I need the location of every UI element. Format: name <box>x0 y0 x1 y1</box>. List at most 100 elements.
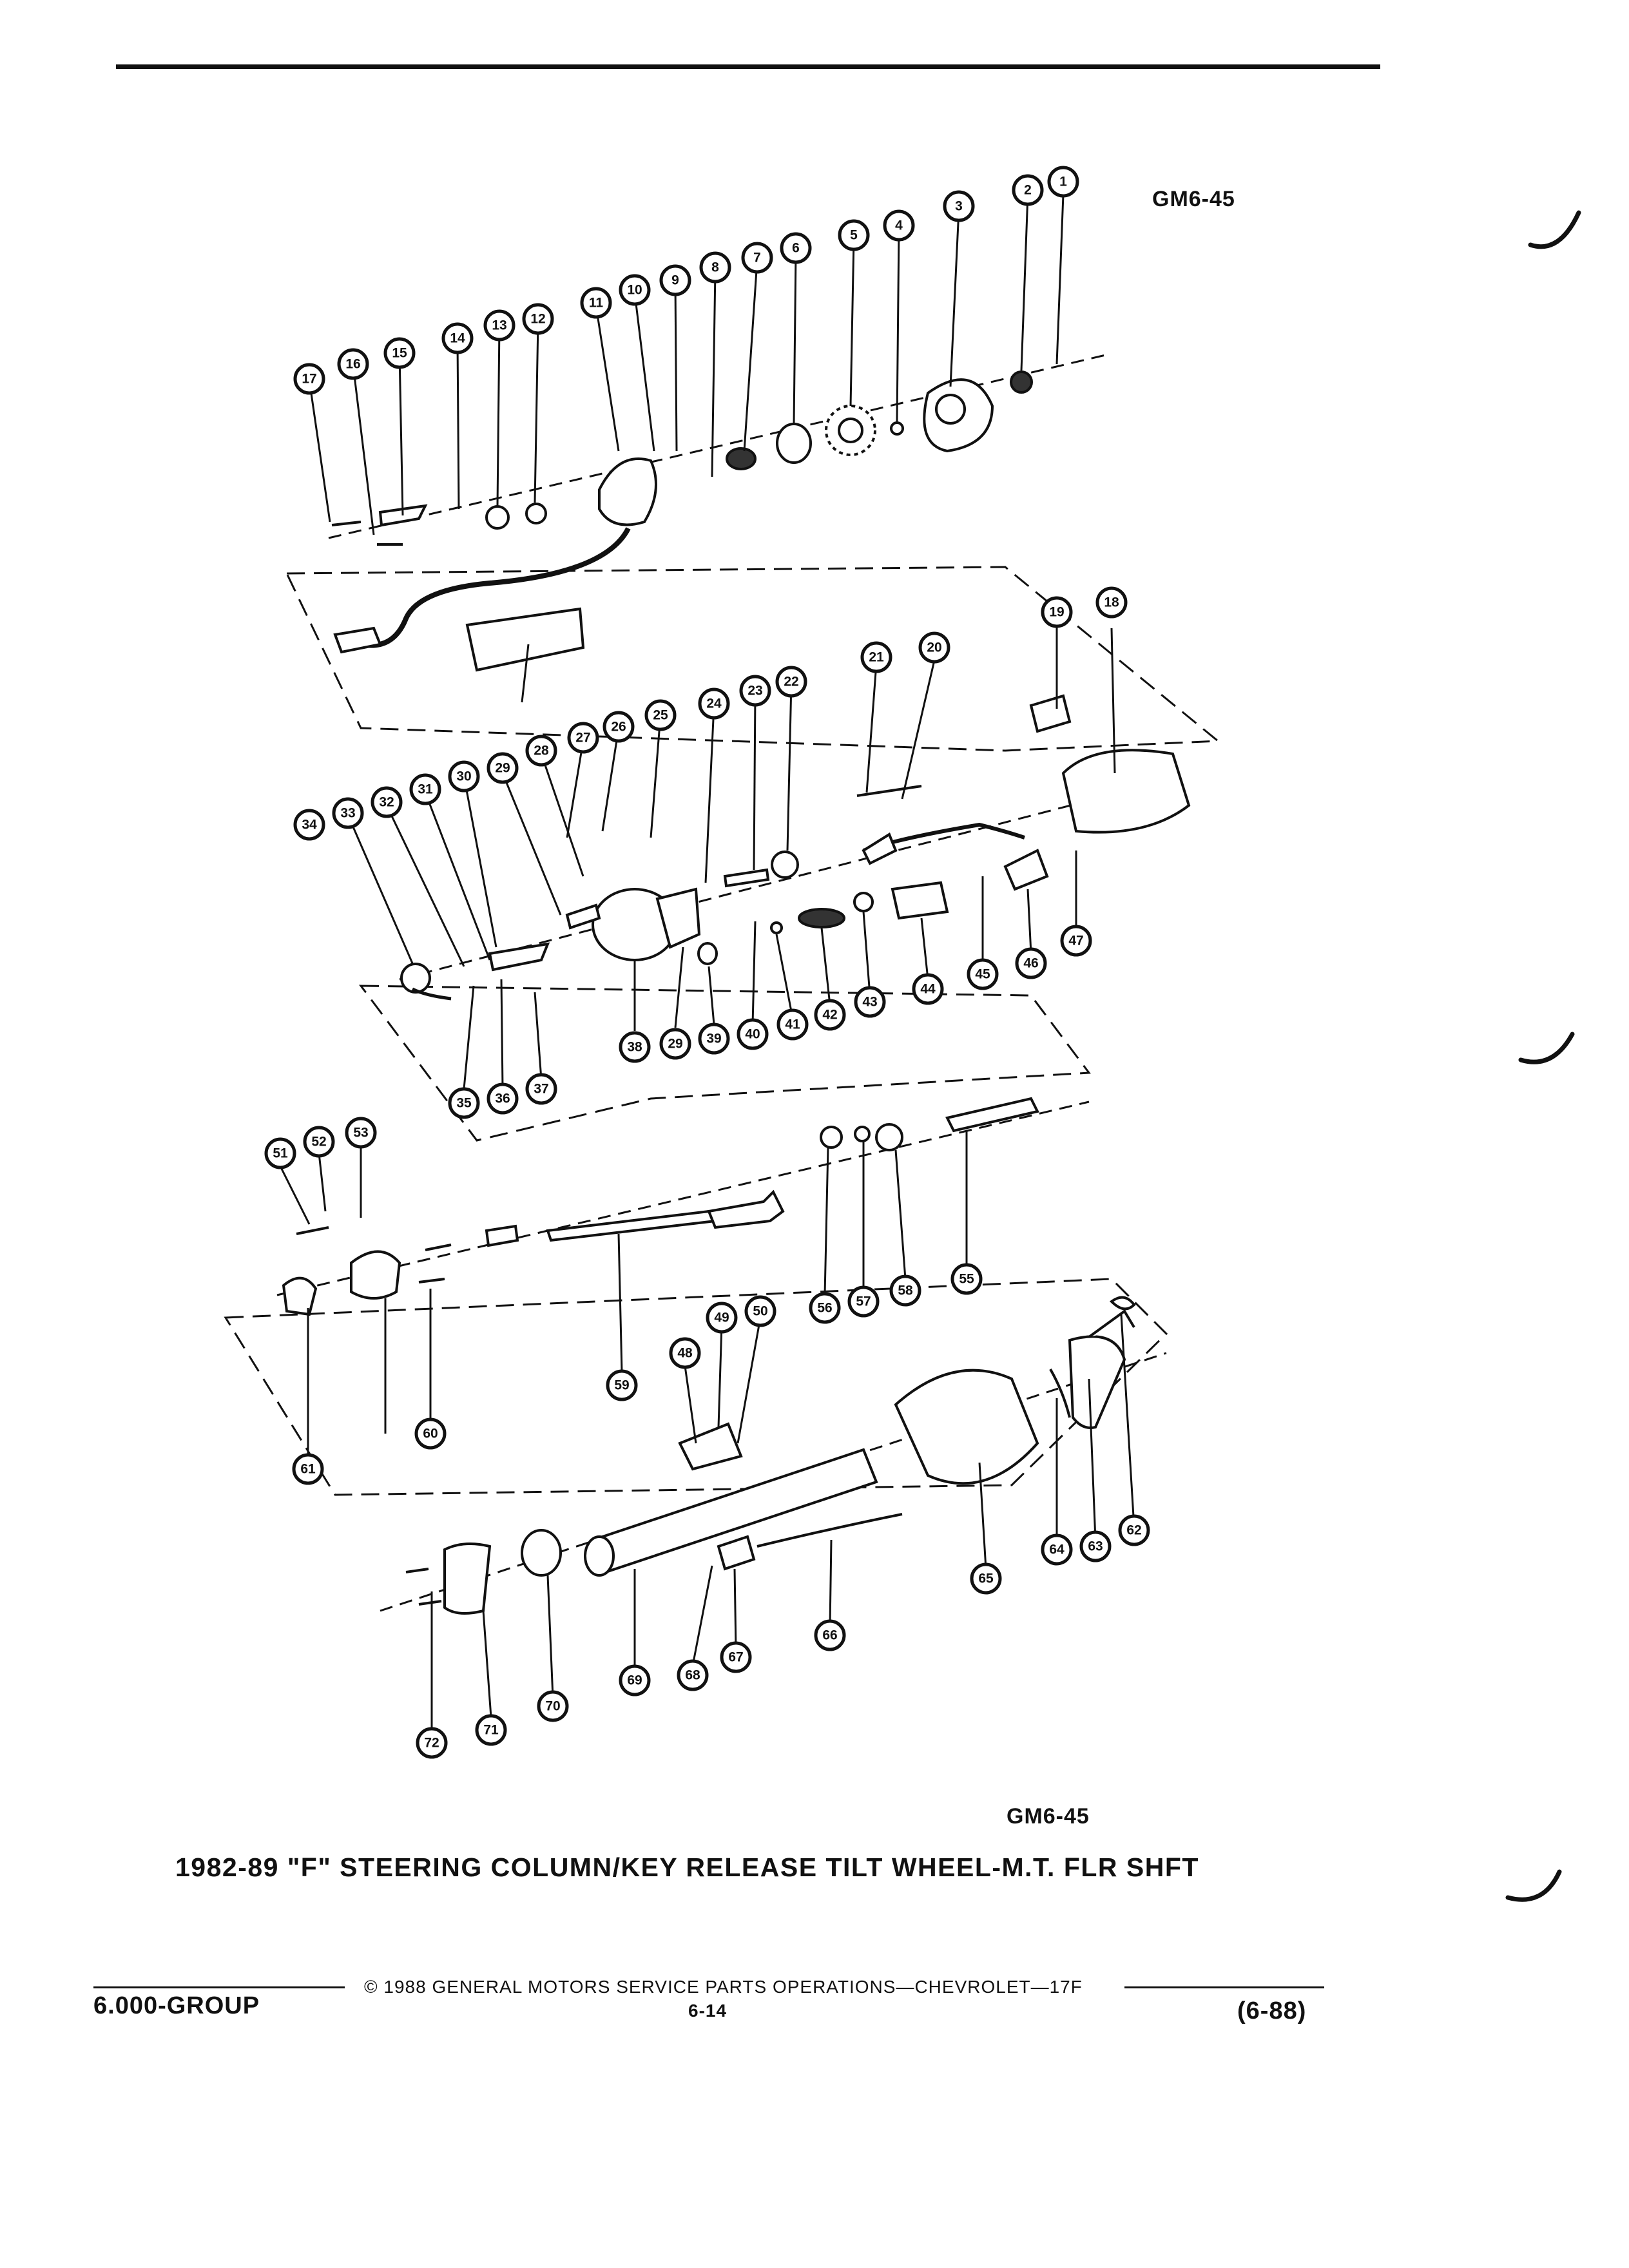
svg-text:17: 17 <box>302 372 316 387</box>
svg-text:31: 31 <box>418 782 433 797</box>
callout: 18 <box>1095 586 1128 619</box>
spring <box>798 908 845 928</box>
svg-text:44: 44 <box>920 982 936 997</box>
lock-cylinder <box>1029 694 1072 733</box>
callout: 24 <box>698 687 730 720</box>
callout: 52 <box>303 1126 335 1158</box>
svg-text:29: 29 <box>668 1037 682 1052</box>
housing-cover <box>1061 749 1191 834</box>
callout: 6 <box>780 232 812 264</box>
svg-text:53: 53 <box>353 1126 368 1140</box>
axis-line-2 <box>399 798 1096 981</box>
svg-text:28: 28 <box>534 744 549 758</box>
callout: 3 <box>943 190 975 222</box>
upper-shaft <box>945 1097 1039 1133</box>
callout: 39 <box>698 1023 730 1055</box>
callout: 38 <box>619 1031 651 1063</box>
bracket <box>862 832 898 865</box>
axis-line-3 <box>276 1100 1090 1296</box>
svg-text:71: 71 <box>483 1723 499 1738</box>
svg-text:63: 63 <box>1088 1539 1103 1554</box>
svg-text:25: 25 <box>653 708 668 723</box>
svg-text:19: 19 <box>1049 605 1064 620</box>
callout: 14 <box>441 322 474 354</box>
svg-text:49: 49 <box>714 1311 729 1325</box>
svg-text:38: 38 <box>627 1040 642 1055</box>
callout: 40 <box>737 1018 769 1050</box>
svg-text:23: 23 <box>747 684 762 698</box>
footer-copyright: © 1988 GENERAL MOTORS SERVICE PARTS OPER… <box>364 1977 1083 1997</box>
svg-text:69: 69 <box>627 1673 642 1688</box>
callout: 65 <box>970 1562 1002 1595</box>
sector <box>697 942 718 965</box>
svg-text:59: 59 <box>614 1378 629 1393</box>
svg-text:3: 3 <box>955 199 963 214</box>
svg-text:50: 50 <box>753 1304 767 1319</box>
lower-shaft <box>875 1123 903 1151</box>
callout: 59 <box>606 1369 638 1401</box>
bearing <box>776 423 812 464</box>
callout: 57 <box>847 1285 880 1318</box>
housing-support <box>350 1250 401 1300</box>
svg-text:16: 16 <box>345 357 360 372</box>
footer-group: 6.000-GROUP <box>93 1992 260 2019</box>
callout: 11 <box>580 287 612 319</box>
svg-text:29: 29 <box>495 761 510 776</box>
svg-text:68: 68 <box>685 1668 700 1683</box>
top-rule <box>116 64 1380 69</box>
footer-rule-left <box>93 1986 345 1988</box>
svg-text:36: 36 <box>495 1091 510 1106</box>
shaft-yoke <box>707 1189 785 1229</box>
callout: 53 <box>345 1117 377 1149</box>
callout: 72 <box>416 1727 448 1759</box>
svg-text:2: 2 <box>1024 183 1032 198</box>
margin-mark <box>1505 1869 1562 1902</box>
lock-plate <box>1088 1309 1135 1338</box>
svg-text:12: 12 <box>530 312 545 327</box>
callout: 60 <box>414 1418 447 1450</box>
callout: 10 <box>619 274 651 306</box>
svg-text:9: 9 <box>671 273 679 288</box>
svg-text:1: 1 <box>1059 175 1067 189</box>
callout: 51 <box>264 1137 296 1169</box>
spring-pin <box>296 1226 329 1235</box>
callout: 22 <box>775 666 807 698</box>
svg-text:61: 61 <box>300 1462 316 1477</box>
svg-text:33: 33 <box>340 806 355 821</box>
svg-text:67: 67 <box>728 1650 743 1665</box>
callout: 27 <box>567 722 599 754</box>
svg-text:62: 62 <box>1126 1523 1141 1538</box>
gearshift-lever-bowl <box>443 1542 492 1615</box>
bowl-cover <box>521 1529 562 1577</box>
callout: 29 <box>659 1028 691 1060</box>
spring <box>425 1244 452 1251</box>
callout: 9 <box>659 264 691 296</box>
callout: 28 <box>525 735 557 767</box>
callout: 62 <box>1118 1514 1150 1546</box>
svg-text:26: 26 <box>611 720 626 735</box>
callout: 46 <box>1015 947 1047 979</box>
callout: 17 <box>293 363 325 395</box>
callout: 58 <box>889 1274 921 1307</box>
callout: 19 <box>1041 596 1073 628</box>
svg-text:72: 72 <box>424 1736 439 1751</box>
callout: 44 <box>912 973 944 1005</box>
svg-text:48: 48 <box>677 1346 693 1361</box>
svg-text:4: 4 <box>895 218 903 233</box>
callout: 55 <box>950 1263 983 1295</box>
bearing-race <box>400 963 431 994</box>
bumper <box>853 892 874 912</box>
svg-text:5: 5 <box>850 228 858 243</box>
callout: 21 <box>860 641 892 673</box>
svg-text:58: 58 <box>898 1283 913 1298</box>
callout: 15 <box>383 337 416 369</box>
svg-text:37: 37 <box>534 1082 548 1097</box>
dimmer-wire <box>411 987 452 1001</box>
svg-text:65: 65 <box>978 1571 994 1586</box>
shroud <box>894 1369 1039 1485</box>
callout: 7 <box>741 242 773 274</box>
assembly-envelope-1 <box>285 566 1220 752</box>
callout: 8 <box>699 251 731 284</box>
svg-text:27: 27 <box>575 731 590 745</box>
svg-text:64: 64 <box>1049 1542 1065 1557</box>
